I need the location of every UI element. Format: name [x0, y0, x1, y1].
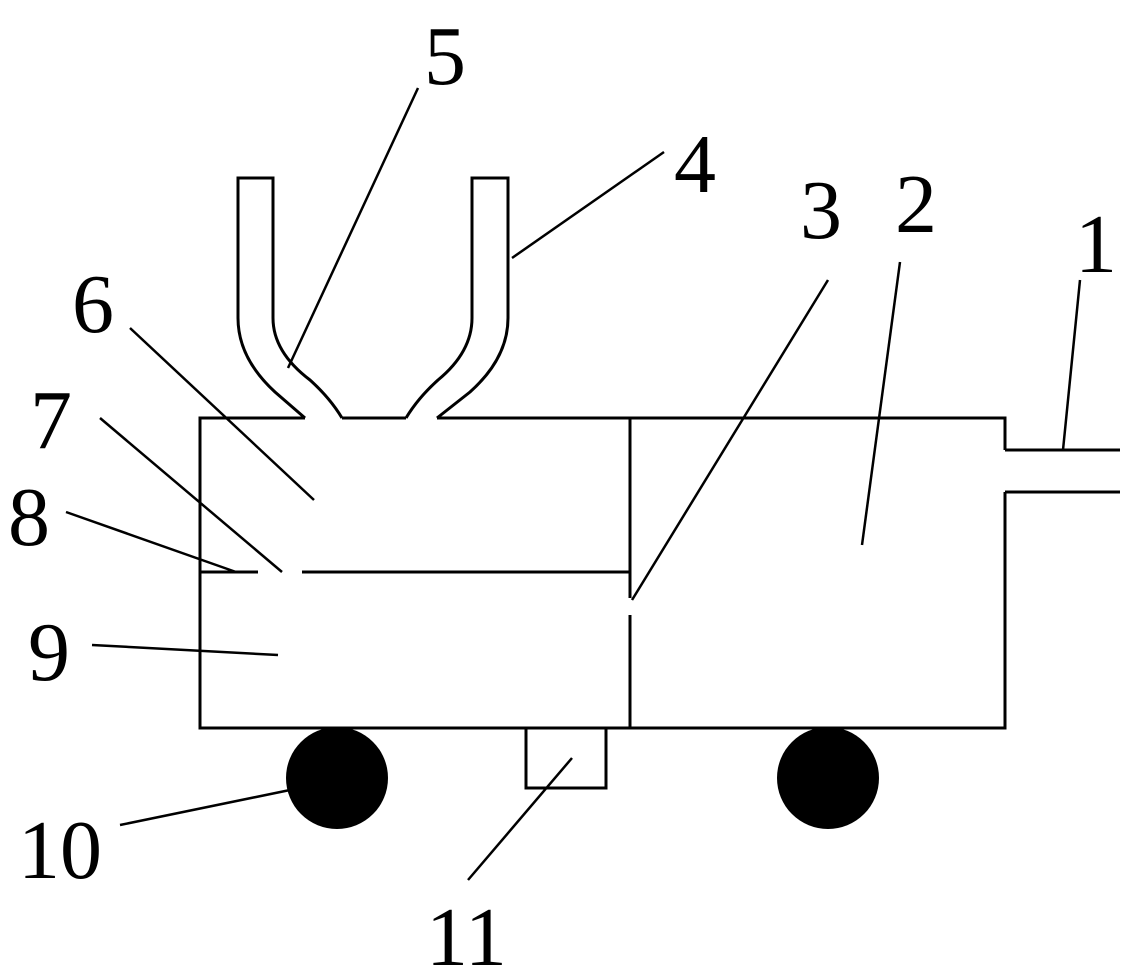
callout-8: 8 [8, 471, 50, 564]
callout-5: 5 [424, 10, 466, 103]
leader-line-8 [65, 510, 237, 574]
support-block [524, 726, 608, 790]
callout-9: 9 [28, 606, 70, 699]
callout-6: 6 [72, 258, 114, 351]
leader-line-4 [511, 150, 665, 260]
callout-1: 1 [1075, 198, 1117, 291]
inlet-tube [236, 176, 510, 420]
left-wheel [286, 727, 388, 829]
leader-line-9 [91, 643, 279, 657]
callout-labels: 1 2 3 4 5 6 7 8 9 10 11 [8, 10, 1117, 978]
leader-line-1 [1061, 279, 1082, 451]
leader-line-7 [99, 417, 283, 573]
callout-7: 7 [30, 374, 72, 467]
leader-line-3 [630, 279, 830, 601]
outlet-pipe [1005, 448, 1120, 494]
callout-10: 10 [18, 804, 102, 897]
inlet-tube-outer [236, 176, 344, 420]
leader-line-6 [129, 327, 315, 501]
callout-3: 3 [800, 164, 842, 257]
leader-line-10 [119, 788, 291, 827]
callout-11: 11 [426, 891, 507, 978]
inlet-tube-inner [404, 176, 510, 420]
callout-2: 2 [895, 158, 937, 251]
callout-4: 4 [674, 118, 716, 211]
leader-lines [65, 87, 1082, 881]
leader-line-5 [286, 87, 420, 369]
leader-line-11 [467, 757, 573, 881]
right-wheel [777, 727, 879, 829]
body-outline [198, 416, 1007, 730]
main-body [198, 416, 1007, 730]
leader-line-2 [860, 261, 902, 546]
